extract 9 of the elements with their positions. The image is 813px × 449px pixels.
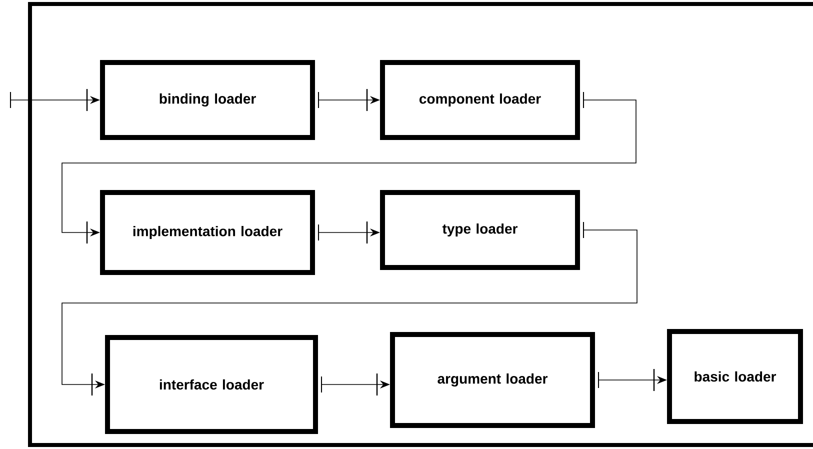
arrow (62, 92, 636, 244)
loader-box: argument loader (390, 332, 595, 428)
loader-box: implementation loader (100, 190, 315, 275)
loader-box: interface loader (105, 335, 318, 434)
loader-box: basic loader (667, 329, 803, 424)
loader-box: binding loader (100, 60, 315, 140)
arrow (62, 222, 638, 396)
loader-box: component loader (380, 60, 580, 140)
loader-box: type loader (380, 190, 580, 270)
